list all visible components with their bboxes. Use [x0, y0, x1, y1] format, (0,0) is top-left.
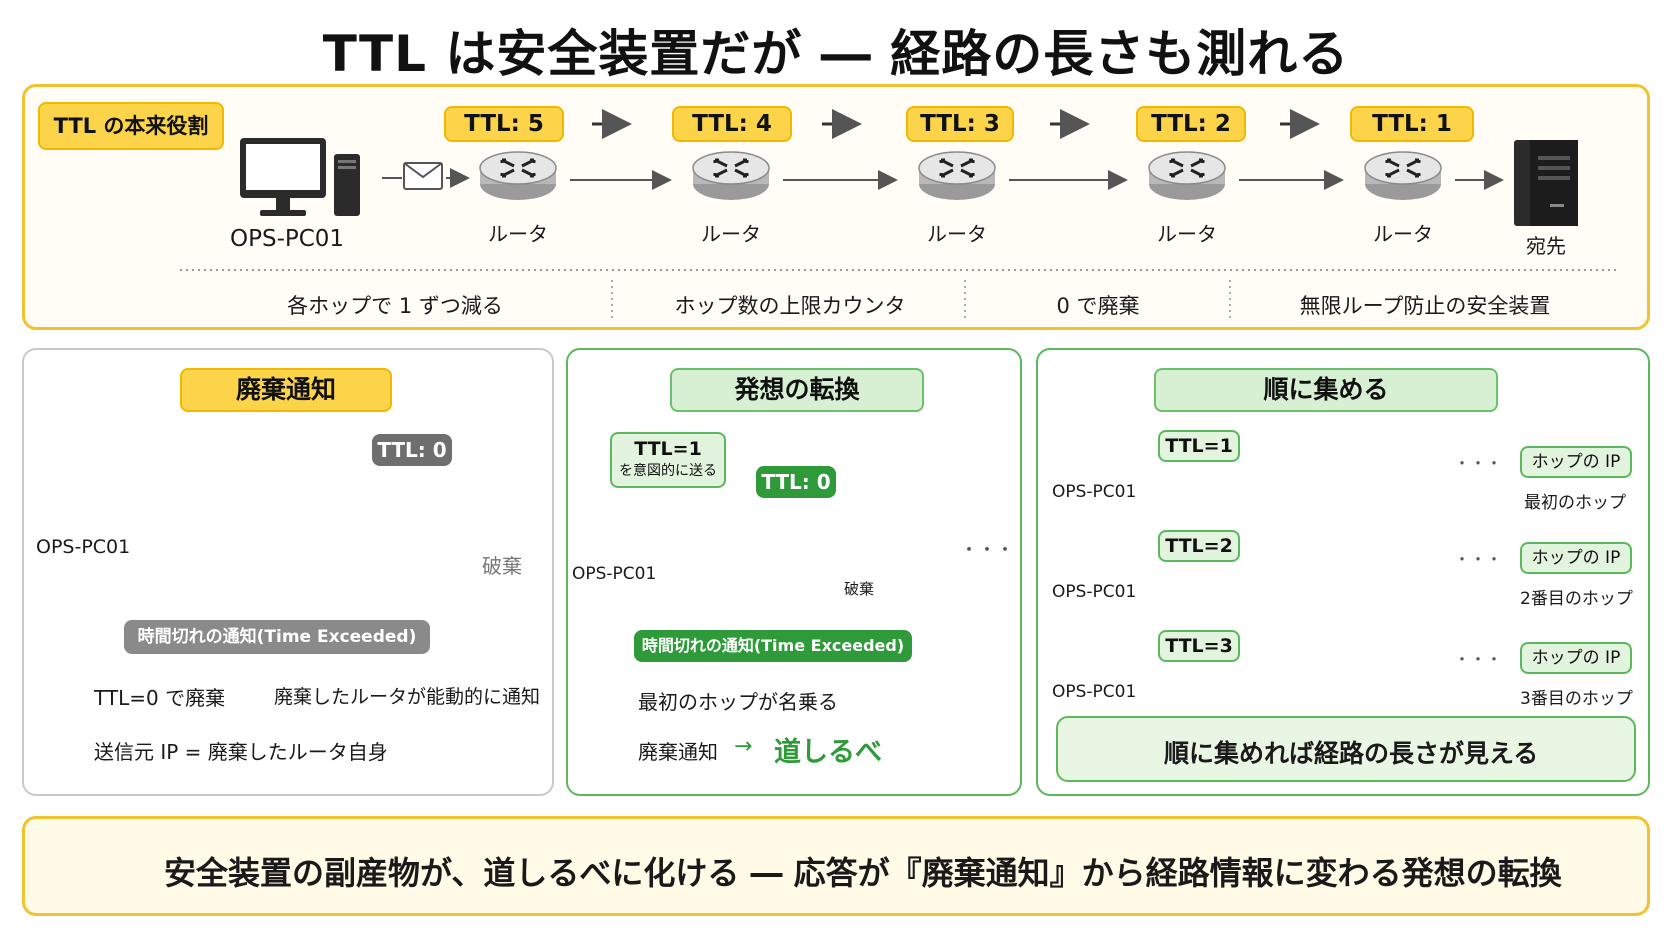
ttl-tag: TTL: 5: [444, 106, 564, 142]
server-icon: [1514, 140, 1578, 226]
pc-label: OPS-PC01: [1052, 482, 1137, 502]
router-icon: [917, 150, 997, 202]
router-icon: [691, 150, 771, 202]
send-ttl1-line1: TTL=1: [634, 438, 702, 460]
router-icon: [478, 150, 558, 202]
router-icon: [1147, 150, 1227, 202]
fact-text: 0 で廃棄: [1056, 294, 1140, 318]
ttl-tag: TTL: 2: [1136, 106, 1246, 142]
send-ttl1-line2: を意図的に送る: [619, 463, 717, 479]
panel-title: 発想の転換: [670, 368, 924, 412]
ellipsis: ・・・: [960, 540, 1014, 561]
fact-text: 無限ループ防止の安全装置: [1299, 294, 1551, 318]
bullet-text: TTL=0 で廃棄: [94, 686, 226, 710]
pc-label: OPS-PC01: [1052, 682, 1137, 702]
ttl-tag: TTL=2: [1158, 530, 1240, 562]
ttl-tag: TTL: 4: [672, 106, 792, 142]
conclusion-text: 安全装置の副産物が、道しるべに化ける ― 応答が『廃棄通知』から経路情報に変わる…: [164, 854, 1562, 892]
bullet-text-highlight: 道しるべ: [774, 737, 882, 768]
discard-notice-panel: [22, 348, 554, 796]
summary-box: [1056, 716, 1636, 782]
hop-ip-tag: ホップの IP: [1520, 642, 1632, 674]
destination-label: 宛先: [1526, 234, 1566, 258]
router-label: ルータ: [488, 222, 548, 246]
fact-text: 各ホップで 1 ずつ減る: [287, 294, 503, 318]
pc-label: OPS-PC01: [36, 536, 131, 558]
time-exceeded-notice: 時間切れの通知(Time Exceeded): [124, 620, 430, 654]
ttl-role-tag: TTL の本来役割: [38, 102, 224, 150]
bullet-text: 最初のホップが名乗る: [638, 690, 838, 714]
bullet-text: 送信元 IP = 廃棄したルータ自身: [94, 740, 388, 764]
ellipsis: ・・・: [1454, 454, 1503, 473]
ellipsis: ・・・: [1454, 650, 1503, 669]
ttl-tag: TTL: 0: [756, 466, 836, 498]
panel-title: 順に集める: [1154, 368, 1498, 412]
router-label: ルータ: [701, 222, 761, 246]
perspective-shift-panel: [566, 348, 1022, 796]
send-ttl1-tag: TTL=1 を意図的に送る: [610, 432, 726, 488]
time-exceeded-notice: 時間切れの通知(Time Exceeded): [634, 630, 912, 662]
pc-icon: [240, 138, 360, 216]
summary-text: 順に集めれば経路の長さが見える: [1164, 739, 1539, 768]
ttl-tag: TTL=1: [1158, 430, 1240, 462]
conclusion-banner: [22, 816, 1650, 916]
hop-ip-tag: ホップの IP: [1520, 446, 1632, 478]
pc-label: OPS-PC01: [572, 564, 657, 584]
discard-label: 破棄: [844, 580, 875, 598]
ttl-tag: TTL=3: [1158, 630, 1240, 662]
hop-label: 2番目のホップ: [1520, 589, 1633, 609]
bullet-text: 廃棄通知: [638, 740, 718, 764]
router-label: ルータ: [1157, 222, 1217, 246]
ttl-tag: TTL: 1: [1350, 106, 1474, 142]
pc-label: OPS-PC01: [230, 226, 345, 252]
ttl-tag: TTL: 3: [906, 106, 1014, 142]
discard-label: 破棄: [482, 554, 522, 578]
panel-title: 廃棄通知: [180, 368, 392, 412]
bullet-arrow: →: [734, 734, 753, 759]
ellipsis: ・・・: [1454, 550, 1503, 569]
hop-ip-tag: ホップの IP: [1520, 542, 1632, 574]
page-title: TTL は安全装置だが ― 経路の長さも測れる: [322, 25, 1350, 83]
router-icon: [1363, 150, 1443, 202]
fact-text: ホップ数の上限カウンタ: [674, 294, 906, 318]
mail-icon: [403, 162, 443, 190]
router-label: ルータ: [927, 222, 987, 246]
hop-label: 3番目のホップ: [1520, 689, 1633, 709]
router-label: ルータ: [1373, 222, 1433, 246]
pc-label: OPS-PC01: [1052, 582, 1137, 602]
bullet-text: 廃棄したルータが能動的に通知: [274, 686, 541, 708]
hop-label: 最初のホップ: [1524, 493, 1626, 513]
ttl-tag: TTL: 0: [372, 434, 452, 466]
